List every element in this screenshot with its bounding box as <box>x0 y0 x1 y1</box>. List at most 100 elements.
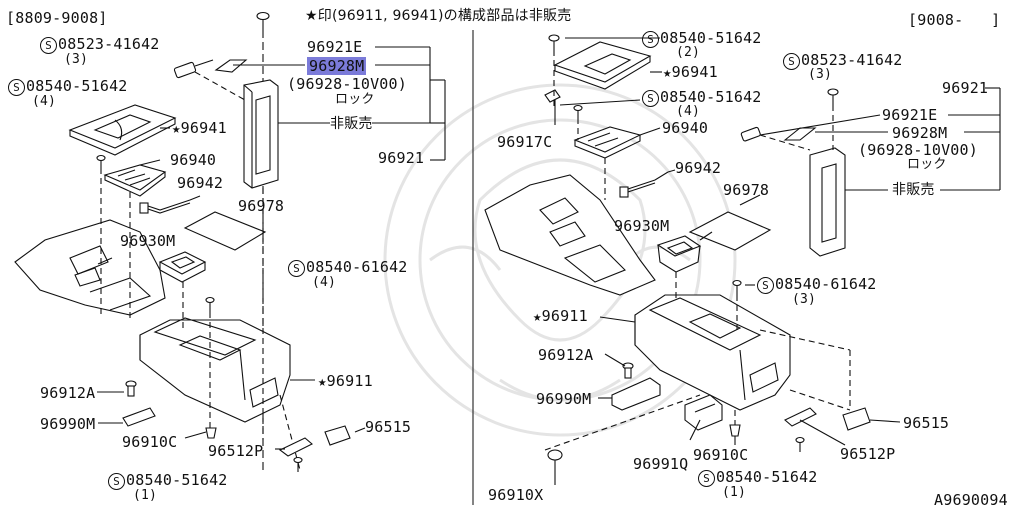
right-part-96917C <box>544 89 561 103</box>
right-label-96917C: 96917C <box>497 133 553 151</box>
right-label-96921E: 96921E <box>882 106 938 124</box>
left-harness-shape <box>139 195 201 214</box>
left-part-96515 <box>324 425 351 446</box>
left-screw-bot-qty: (1) <box>133 488 158 503</box>
left-label-96910C: 96910C <box>122 433 178 451</box>
right-screw-bottom-shape <box>795 436 805 452</box>
right-label-96991Q: 96991Q <box>633 455 689 473</box>
right-part-96515 <box>842 407 871 431</box>
left-label-not-for-sale: 非販売 <box>330 116 373 132</box>
left-screw-small <box>96 154 106 168</box>
right-screw-second-shape <box>573 104 583 118</box>
left-label-96930M: 96930M <box>120 232 176 250</box>
left-part-96512P <box>278 437 313 457</box>
right-console-shape <box>634 294 791 411</box>
right-bolt-top-shape <box>827 88 839 105</box>
right-dash-guides <box>544 50 851 451</box>
left-lock-shape <box>214 59 248 73</box>
left-label-96940: 96940 <box>170 151 217 169</box>
right-label-96930M: 96930M <box>614 217 670 235</box>
right-holder-shape <box>656 235 702 273</box>
left-label-96515: 96515 <box>365 418 412 436</box>
right-bezel-shape <box>553 41 652 90</box>
screw-symbol: S <box>783 53 800 70</box>
right-clip-96910C <box>729 424 741 437</box>
left-label-96928-10V00: (96928-10V00) <box>287 75 408 93</box>
right-pad-shape <box>688 211 772 251</box>
right-label-96978: 96978 <box>723 181 770 199</box>
right-part-96512P <box>784 407 817 427</box>
left-label-lock: ロック <box>335 92 375 107</box>
right-screw-bot-qty: (1) <box>722 485 747 500</box>
screw-symbol: S <box>288 260 305 277</box>
left-label-96921: 96921 <box>378 149 425 167</box>
right-label-96515: 96515 <box>903 414 950 432</box>
right-label-lock: ロック <box>907 157 947 172</box>
header-note: ★印(96911, 96941)の構成部品は非販売 <box>305 8 572 24</box>
left-screw-bottom <box>293 456 303 472</box>
right-shifter-plate-shape <box>573 126 642 159</box>
left-shifter-plate-shape <box>103 164 167 197</box>
left-screw-mid <box>205 296 215 312</box>
screw-symbol: S <box>642 90 659 107</box>
left-label-96921E: 96921E <box>307 38 363 56</box>
right-screw-top-shape <box>548 34 560 50</box>
left-bracket-96990M <box>122 407 156 427</box>
left-label-96941: ★96941 <box>172 119 227 137</box>
left-label-96928M: 96928M <box>307 57 367 75</box>
left-bolt-top-shape <box>256 11 270 30</box>
right-leader-lines <box>554 37 1001 485</box>
left-label-96978: 96978 <box>238 197 285 215</box>
right-front-panel-shape <box>484 174 656 296</box>
right-screw-top-qty: (2) <box>676 45 701 60</box>
right-label-96990M: 96990M <box>536 390 592 408</box>
right-label-96942: 96942 <box>675 159 722 177</box>
left-pad-shape <box>183 211 267 251</box>
left-label-96912A: 96912A <box>40 384 96 402</box>
right-label-96512P: 96512P <box>840 445 896 463</box>
left-label-96942: 96942 <box>177 174 224 192</box>
right-bracket-96990M <box>611 377 661 411</box>
right-label-96912A: 96912A <box>538 346 594 364</box>
screw-symbol: S <box>108 473 125 490</box>
screw-symbol: S <box>757 277 774 294</box>
left-period-label: [8809-9008] <box>6 9 108 27</box>
left-screw-top-qty: (4) <box>32 94 57 109</box>
screw-symbol: S <box>8 79 25 96</box>
left-label-96990M: 96990M <box>40 415 96 433</box>
right-label-96928-10V00: (96928-10V00) <box>858 141 979 159</box>
screw-symbol: S <box>40 37 57 54</box>
right-lock-shape <box>783 127 817 141</box>
left-bolt-96912A <box>125 380 137 397</box>
left-label-96512P: 96512P <box>208 442 264 460</box>
left-bolt-top-qty: (3) <box>64 52 89 67</box>
right-label-96940: 96940 <box>662 119 709 137</box>
right-screw-mid-qty: (3) <box>792 292 817 307</box>
right-plug-shape <box>740 126 761 142</box>
right-screw-second-qty: (4) <box>676 104 701 119</box>
right-bolt-top-qty: (3) <box>808 67 833 82</box>
right-bolt-96912A <box>622 362 634 379</box>
left-screw-mid-qty: (4) <box>312 275 337 290</box>
left-console-shape <box>139 317 291 423</box>
right-label-96910X: 96910X <box>488 486 544 504</box>
right-label-96910C: 96910C <box>693 446 749 464</box>
watermark-emblem <box>383 83 737 437</box>
right-screw-mid-shape <box>732 279 742 295</box>
left-holder-shape <box>158 251 207 283</box>
right-label-96941: ★96941 <box>663 63 718 81</box>
right-label-not-for-sale: 非販売 <box>892 182 935 198</box>
screw-symbol: S <box>642 31 659 48</box>
right-clip-96910X <box>547 449 563 468</box>
left-plug-shape <box>173 59 214 79</box>
screw-symbol: S <box>698 470 715 487</box>
right-lid-shape <box>809 147 846 257</box>
